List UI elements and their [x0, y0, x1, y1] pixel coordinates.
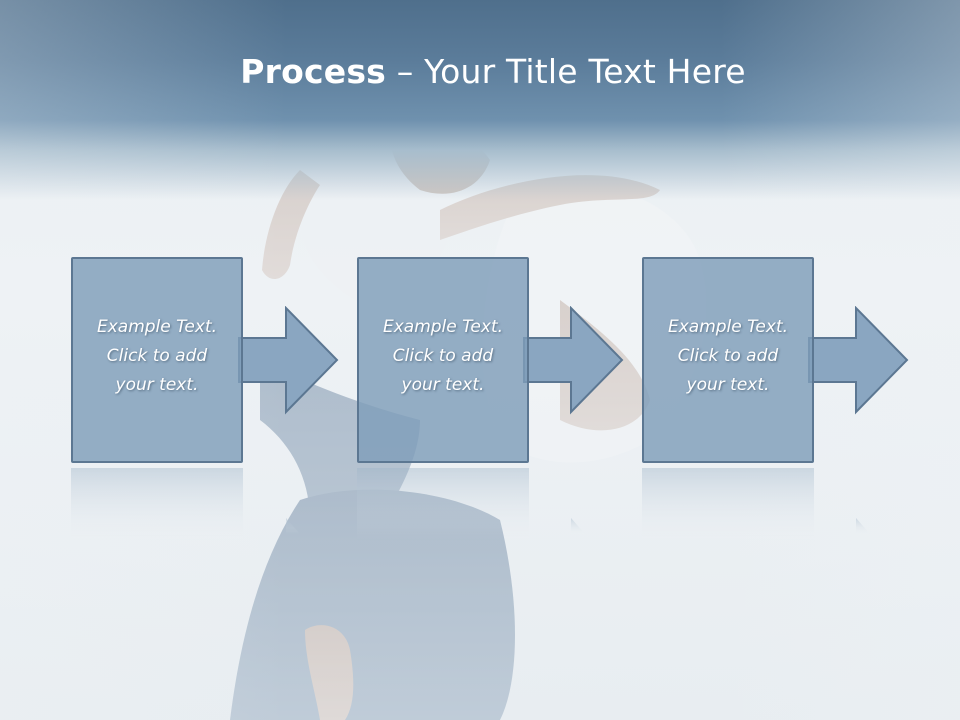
step-box-3[interactable]: Example Text. Click to add your text.	[642, 257, 814, 463]
step-text-2: Example Text. Click to add your text.	[382, 317, 504, 395]
step-box-2[interactable]: Example Text. Click to add your text.	[357, 257, 529, 463]
step-text-3: Example Text. Click to add your text.	[667, 317, 789, 395]
arrow-icon-2	[523, 306, 624, 415]
step-text-1: Example Text. Click to add your text.	[96, 317, 218, 395]
arrow-icon-1	[238, 306, 339, 415]
title-band	[0, 0, 960, 200]
title-bold: Process	[240, 52, 387, 91]
slide-title[interactable]: Process – Your Title Text Here	[0, 52, 960, 91]
step-box-1[interactable]: Example Text. Click to add your text.	[71, 257, 243, 463]
arrow-icon-3	[808, 306, 909, 415]
title-rest: – Your Title Text Here	[386, 52, 746, 91]
reflection	[71, 468, 870, 540]
